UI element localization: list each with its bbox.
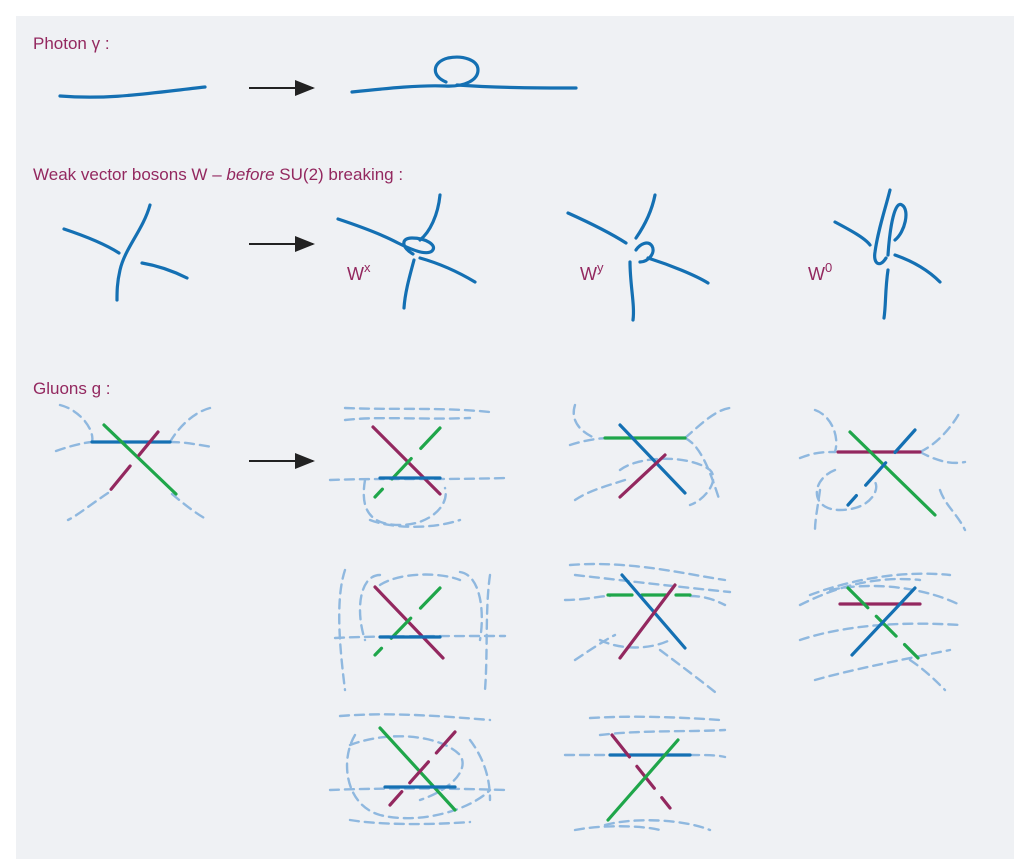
photon-heading: Photon γ : [33,34,110,53]
w0-label: W0 [808,260,832,284]
wx-label: Wx [347,260,371,284]
weak-crossing-before [62,203,189,302]
weak-heading-prefix: Weak vector bosons W – [33,165,227,184]
wy-label: Wy [580,260,604,284]
photon-strand-before [58,85,207,99]
w0-strands [833,188,942,320]
wx-strands [336,193,477,310]
gluon-before [54,403,214,522]
figure-panel [16,16,1014,859]
gluon-config-2 [568,403,732,507]
gluons-heading: Gluons g : [33,379,111,398]
gluon-config-1 [328,406,507,528]
weak-bosons-heading: Weak vector bosons W – before SU(2) brea… [33,165,403,185]
weak-heading-suffix: SU(2) breaking : [274,165,404,184]
gluon-config-6 [798,572,962,692]
weak-heading-emphasis: before [226,165,275,184]
photon-strand-twisted [350,55,578,94]
gluon-config-7 [328,713,507,826]
gluon-config-5 [563,562,732,694]
gluon-config-8 [563,715,727,832]
wy-strands [566,193,710,322]
gluon-config-4 [333,568,507,692]
gluon-config-3 [798,408,967,532]
